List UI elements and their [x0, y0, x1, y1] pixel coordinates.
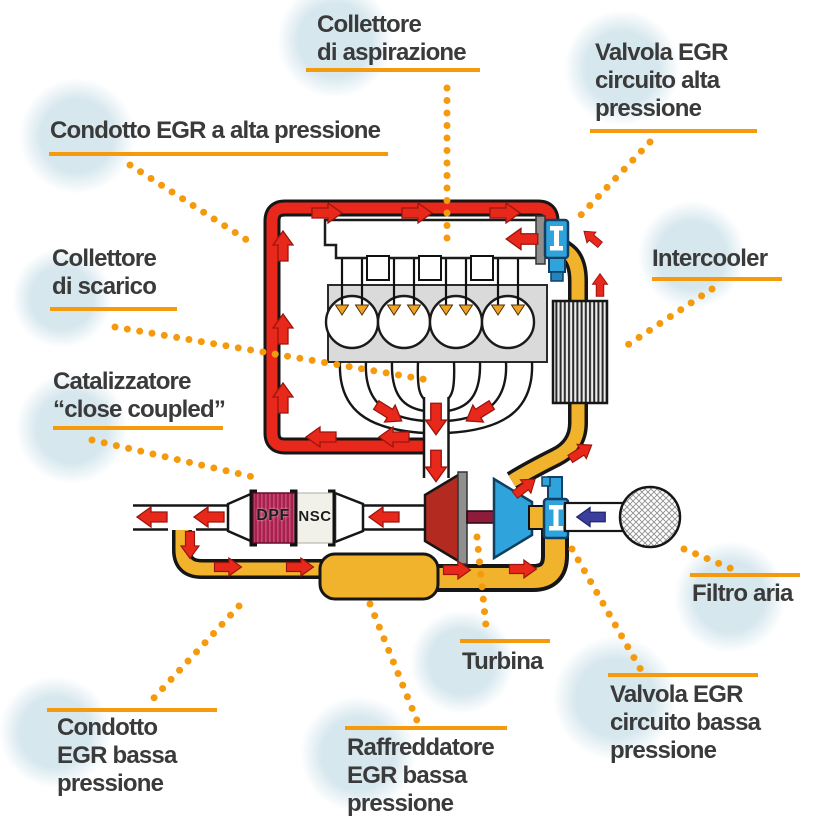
lp-egr-cooler [318, 552, 440, 601]
intake-manifold [323, 218, 547, 281]
catalyst-close-coupled [226, 489, 365, 547]
valve-stems [340, 259, 520, 307]
lp-egr-conduit [172, 519, 569, 592]
engine-block [324, 259, 548, 363]
label-filtro-aria: Filtro aria [692, 580, 793, 607]
label-highlight-blobs [0, 0, 786, 812]
label-turbina: Turbina [462, 648, 543, 675]
label-collettore-aspirazione: Collettore di aspirazione [317, 11, 467, 66]
nsc-label: NSC [298, 508, 332, 525]
turbo-plate [457, 471, 468, 565]
exhaust-manifold [338, 361, 534, 435]
label-condotto-egr-bassa: Condotto EGR bassa pressione [57, 714, 177, 797]
label-valvola-egr-bassa: Valvola EGR circuito bassa pressione [610, 681, 761, 764]
label-catalizzatore: Catalizzatore “close coupled” [53, 368, 226, 423]
label-intercooler: Intercooler [652, 245, 768, 272]
label-collettore-scarico: Collettore di scarico [52, 245, 157, 300]
air-filter [618, 485, 682, 549]
turbo-shaft [466, 510, 495, 524]
dpf-label: DPF [256, 507, 290, 524]
turbine [423, 471, 462, 565]
hp-egr-valve [535, 215, 570, 282]
valve-seats [334, 304, 526, 316]
leader-lines [88, 84, 741, 727]
intercooler [551, 299, 609, 405]
label-underlines [47, 68, 800, 730]
label-condotto-egr-alta: Condotto EGR a alta pressione [50, 117, 381, 144]
label-valvola-egr-alta: Valvola EGR circuito alta pressione [595, 39, 728, 122]
hp-egr-conduit [263, 199, 560, 455]
catalyst-brackets [249, 489, 336, 547]
lp-egr-valve [528, 476, 570, 540]
label-raffreddatore: Raffreddatore EGR bassa pressione [347, 734, 495, 817]
